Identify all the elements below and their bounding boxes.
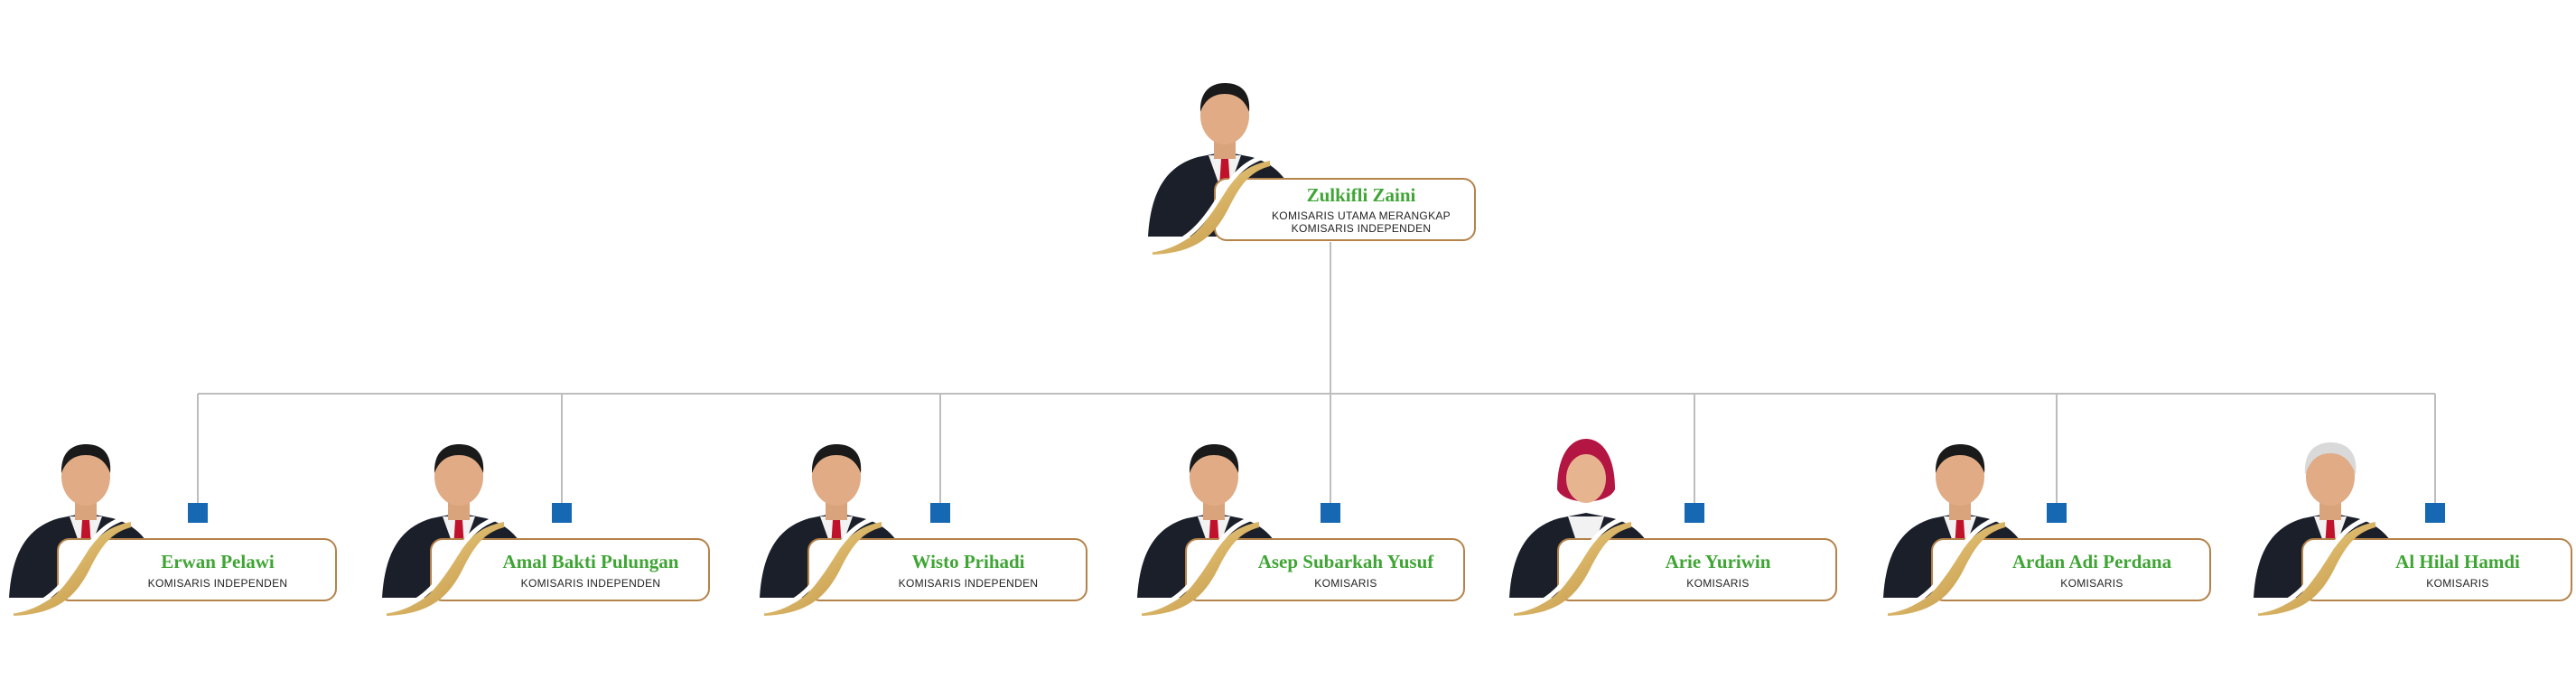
member-card-4: Asep Subarkah Yusuf KOMISARIS: [1185, 538, 1465, 601]
chairman-title-line2: KOMISARIS INDEPENDEN: [1291, 222, 1432, 235]
gold-swoosh: [386, 514, 504, 616]
gold-swoosh: [1152, 153, 1270, 255]
member-title-2: KOMISARIS INDEPENDEN: [520, 576, 661, 590]
member-card-5: Arie Yuriwin KOMISARIS: [1557, 538, 1837, 601]
chairman-node: Zulkifli Zaini KOMISARIS UTAMA MERANGKAP…: [1143, 65, 1476, 255]
member-title-3: KOMISARIS INDEPENDEN: [898, 576, 1039, 590]
member-title-1: KOMISARIS INDEPENDEN: [147, 576, 288, 590]
member-name-6: Ardan Adi Perdana: [2011, 550, 2172, 572]
chairman-title-line1: KOMISARIS UTAMA MERANGKAP: [1272, 209, 1451, 222]
member-name-4: Asep Subarkah Yusuf: [1257, 550, 1434, 572]
member-title-5: KOMISARIS: [1686, 576, 1750, 590]
member-node-4: Asep Subarkah Yusuf KOMISARIS: [1133, 426, 1465, 616]
member-marker-5: [1685, 503, 1704, 523]
gold-swoosh: [1887, 514, 2005, 616]
gold-swoosh: [13, 514, 131, 616]
member-node-7: Al Hilal Hamdi KOMISARIS: [2249, 426, 2572, 616]
gold-swoosh: [1513, 514, 1631, 616]
member-node-1: Erwan Pelawi KOMISARIS INDEPENDEN: [5, 426, 337, 616]
member-node-5: Arie Yuriwin KOMISARIS: [1505, 426, 1837, 616]
member-marker-1: [188, 503, 208, 523]
member-title-6: KOMISARIS: [2060, 576, 2123, 590]
member-marker-4: [1321, 503, 1340, 523]
member-name-3: Wisto Prihadi: [911, 550, 1025, 572]
member-name-1: Erwan Pelawi: [161, 550, 275, 572]
member-node-3: Wisto Prihadi KOMISARIS INDEPENDEN: [755, 426, 1087, 616]
member-node-2: Amal Bakti Pulungan KOMISARIS INDEPENDEN: [378, 426, 710, 616]
member-marker-6: [2047, 503, 2067, 523]
member-name-5: Arie Yuriwin: [1665, 550, 1771, 572]
gold-swoosh: [1141, 514, 1259, 616]
member-marker-7: [2425, 503, 2445, 523]
member-name-2: Amal Bakti Pulungan: [502, 550, 679, 572]
member-marker-3: [930, 503, 950, 523]
gold-swoosh: [763, 514, 882, 616]
member-card-1: Erwan Pelawi KOMISARIS INDEPENDEN: [57, 538, 337, 601]
member-marker-2: [552, 503, 572, 523]
member-card-6: Ardan Adi Perdana KOMISARIS: [1931, 538, 2211, 601]
member-node-6: Ardan Adi Perdana KOMISARIS: [1879, 426, 2211, 616]
member-title-4: KOMISARIS: [1314, 576, 1377, 590]
member-card-7: Al Hilal Hamdi KOMISARIS: [2301, 538, 2572, 601]
member-card-3: Wisto Prihadi KOMISARIS INDEPENDEN: [807, 538, 1087, 601]
member-name-7: Al Hilal Hamdi: [2395, 550, 2520, 572]
chairman-name: Zulkifli Zaini: [1306, 184, 1416, 206]
chairman-card: Zulkifli Zaini KOMISARIS UTAMA MERANGKAP…: [1214, 178, 1476, 241]
member-title-7: KOMISARIS: [2426, 576, 2489, 590]
member-card-2: Amal Bakti Pulungan KOMISARIS INDEPENDEN: [430, 538, 710, 601]
gold-swoosh: [2257, 514, 2375, 616]
